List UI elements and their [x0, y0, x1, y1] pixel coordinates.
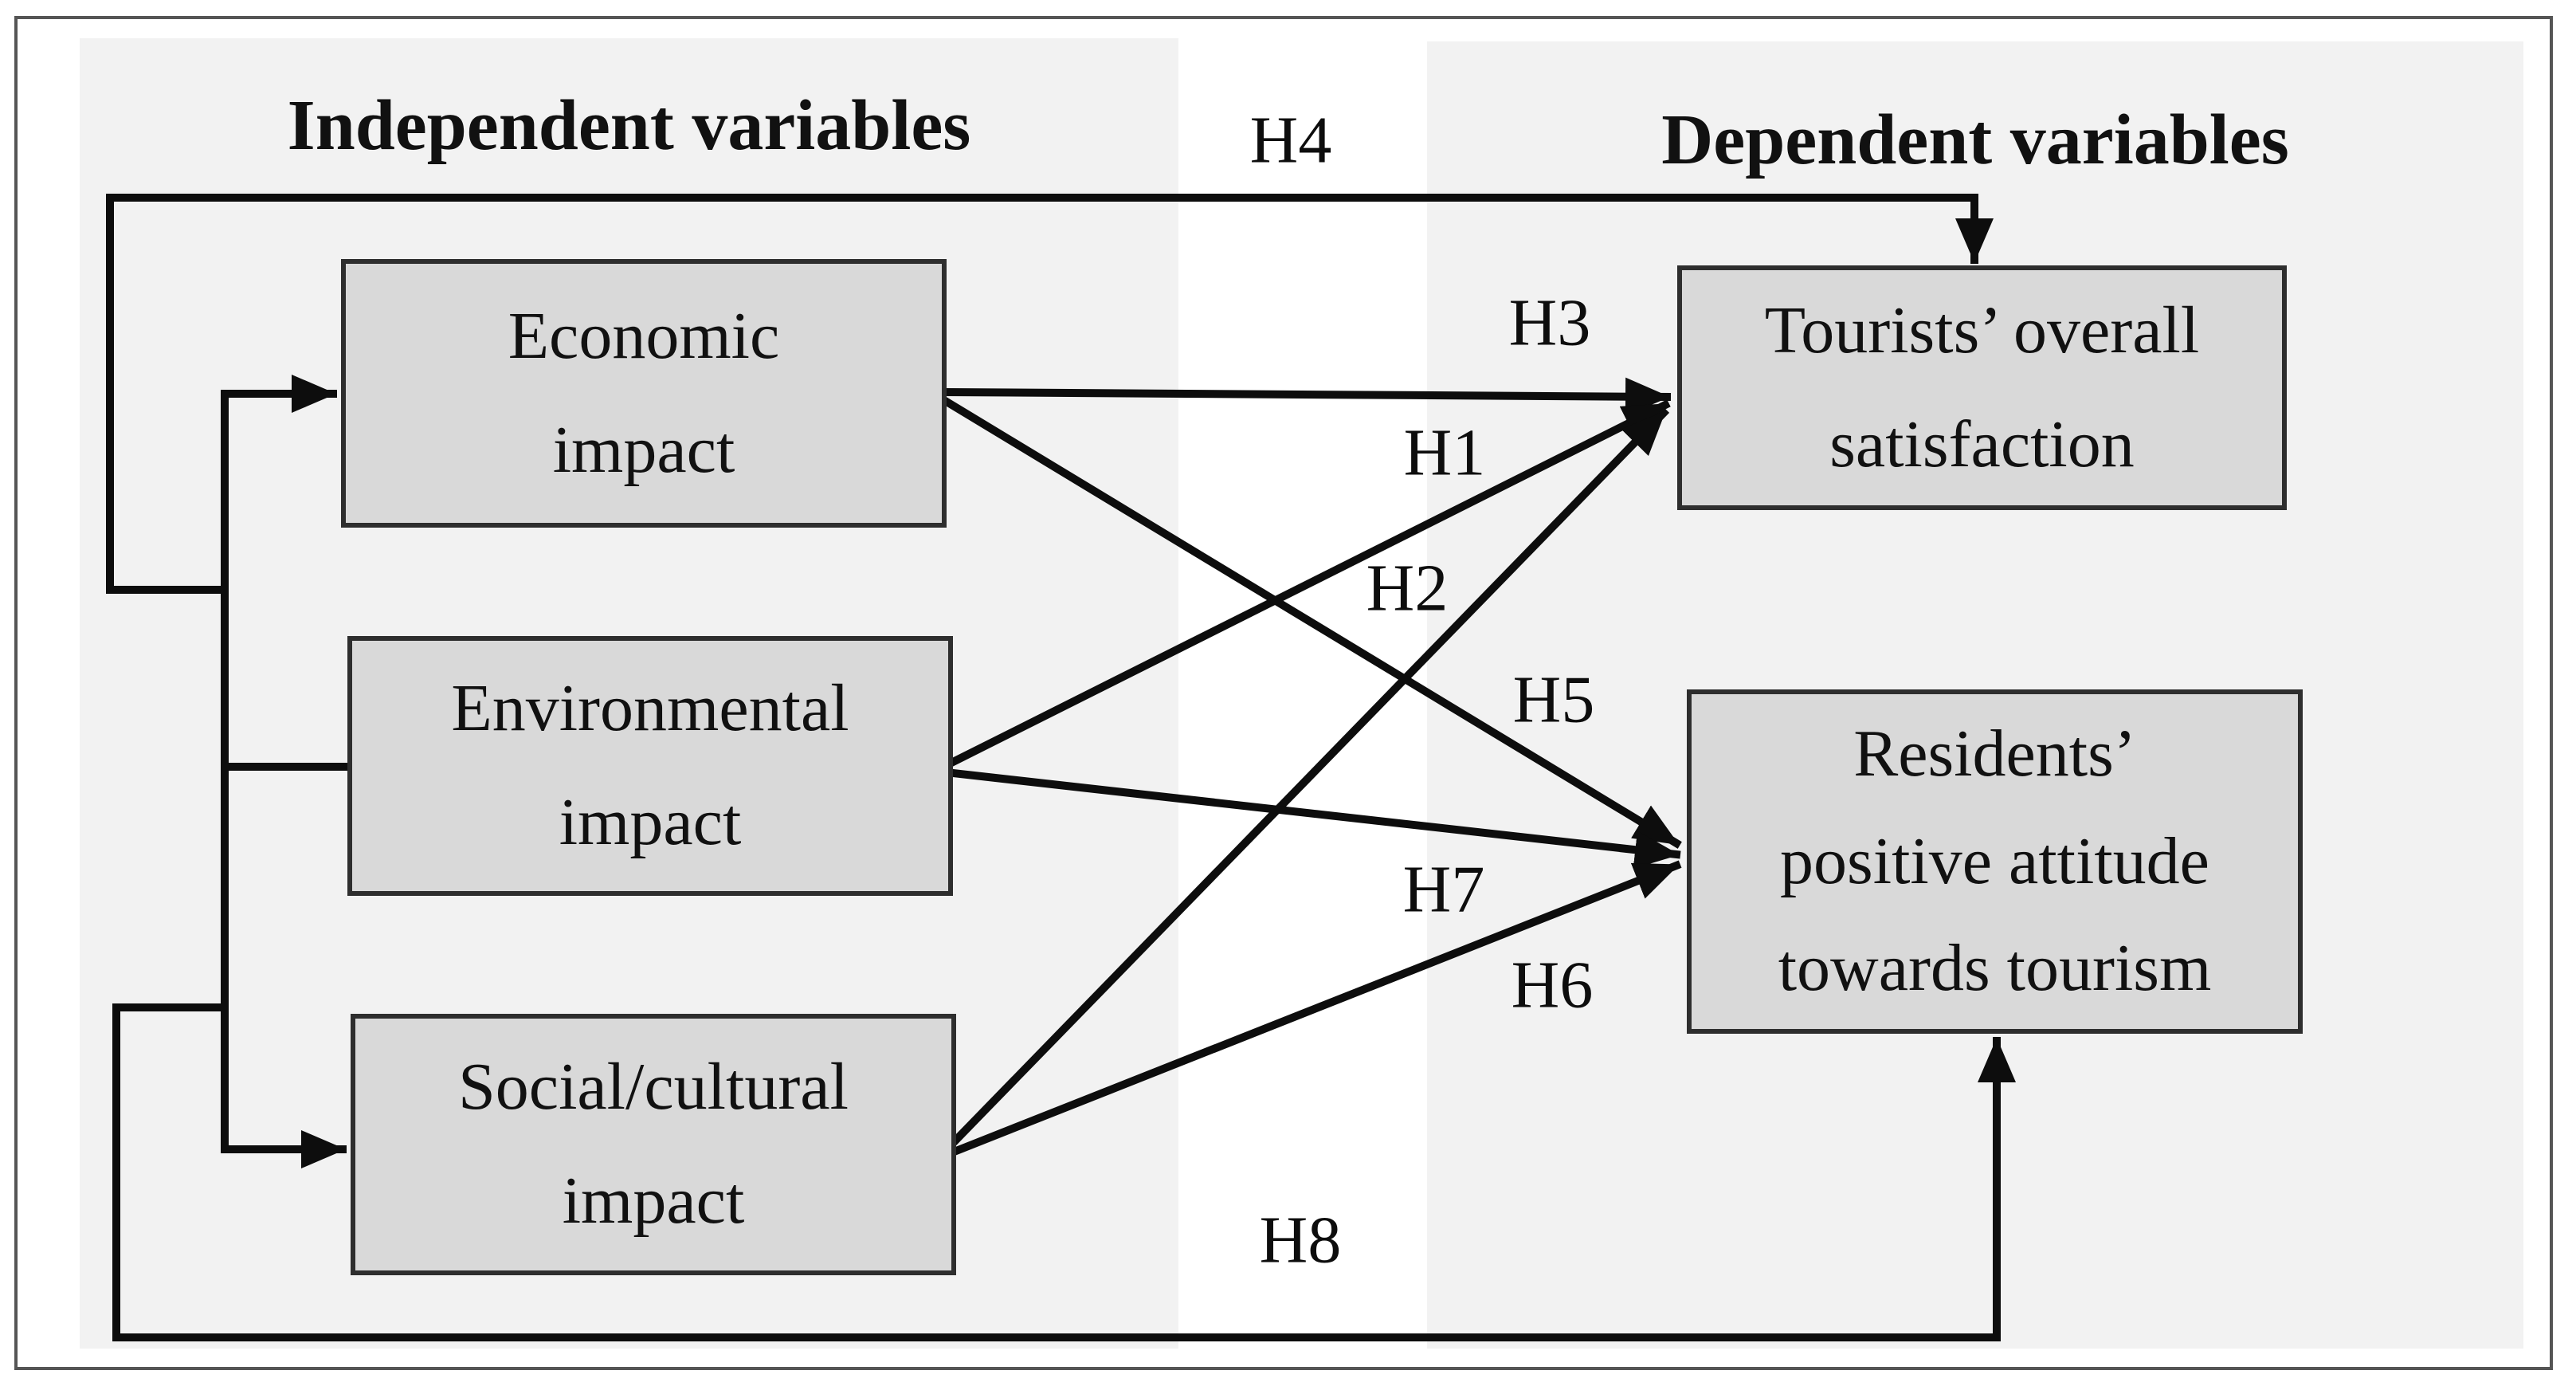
hypothesis-label-h3: H3 — [1508, 285, 1591, 360]
node-label-line: positive attitude — [1780, 823, 2209, 898]
hypothesis-label-h6: H6 — [1511, 948, 1594, 1023]
edge-h3-economic-to-tourists — [942, 377, 1672, 416]
edge-h8-bus — [112, 1003, 2016, 1341]
hypothesis-label-h1: H1 — [1403, 415, 1486, 490]
edge-h1-environmental-to-tourists — [947, 399, 1671, 768]
node-label-line: Economic — [508, 298, 780, 373]
node-environmental-impact: Environmental impact — [347, 636, 953, 896]
edge-h5-economic-to-residents — [941, 396, 1682, 849]
node-label-line: impact — [552, 412, 735, 487]
node-label-line: impact — [562, 1164, 745, 1238]
node-residents-positive-attitude: Residents’ positive attitude towards tou… — [1687, 689, 2303, 1034]
node-tourists-overall-satisfaction: Tourists’ overall satisfaction — [1677, 265, 2287, 510]
hypothesis-label-h4: H4 — [1249, 103, 1332, 178]
node-economic-impact: Economic impact — [341, 259, 947, 528]
node-label-line: Social/cultural — [458, 1050, 849, 1125]
edge-h4-bus — [106, 194, 1994, 594]
edge-h6-social-to-residents — [951, 860, 1682, 1156]
node-label-line: satisfaction — [1829, 406, 2135, 481]
hypothesis-label-h5: H5 — [1512, 662, 1595, 737]
dependent-variables-title: Dependent variables — [1661, 100, 2289, 179]
node-label-line: impact — [559, 785, 742, 859]
independent-variables-title: Independent variables — [287, 86, 971, 165]
hypothesis-label-h8: H8 — [1259, 1203, 1342, 1278]
edge-h2-social-to-tourists — [950, 406, 1670, 1146]
hypothesis-label-h2: H2 — [1366, 551, 1449, 626]
node-label-line: towards tourism — [1778, 931, 2212, 1006]
node-social-cultural-impact: Social/cultural impact — [351, 1014, 956, 1275]
node-label-line: Tourists’ overall — [1764, 293, 2200, 367]
edge-h7-environmental-to-residents — [948, 768, 1681, 870]
hypothesis-label-h7: H7 — [1402, 852, 1485, 927]
node-label-line: Residents’ — [1853, 717, 2136, 791]
node-label-line: Environmental — [451, 671, 849, 746]
